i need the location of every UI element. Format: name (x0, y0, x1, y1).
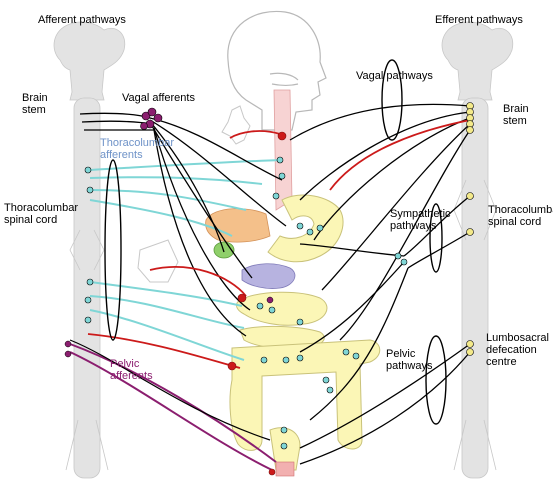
head-outline (227, 10, 327, 131)
pelvic-afferents (69, 343, 277, 471)
sympathetic-pathways-label: Sympathetic pathways (390, 208, 451, 232)
pathway-ellipses (104, 59, 447, 425)
left-thoracolumbar-label: Thoracolumbar spinal cord (4, 202, 78, 226)
purple-endings (64, 296, 274, 358)
efferent-nuclei (466, 102, 474, 356)
pancreas (241, 263, 296, 289)
red-endings (227, 131, 287, 476)
pelvic-pathways-label: Pelvic pathways (386, 348, 433, 372)
nodose-ganglion (140, 107, 163, 130)
left-brainstem-spinal-cord (53, 21, 126, 479)
lung-outline (137, 105, 251, 283)
anal-canal (275, 461, 295, 477)
right-thoracolumbar-label: Thoracolumbar spinal cord (488, 204, 553, 228)
sympathetic-pathways (299, 195, 471, 421)
pelvic-efferent-pathways (299, 343, 471, 465)
esophagus (273, 89, 293, 211)
lumbosacral-label: Lumbosacral defecation centre (486, 332, 549, 368)
left-brain-stem-label: Brain stem (22, 92, 48, 116)
stomach (267, 194, 344, 263)
vagal-pathways-label: Vagal pathways (356, 70, 433, 82)
afferent-header: Afferent pathways (38, 14, 126, 26)
right-brain-stem-label: Brain stem (503, 103, 529, 127)
thoracolumbar-afferents-label: Thoracolumbar afferents (100, 137, 174, 161)
efferent-header: Efferent pathways (435, 14, 523, 26)
pelvic-afferents-label: Pelvic afferents (110, 358, 153, 382)
small-intestine (236, 291, 328, 349)
vagal-afferents-label: Vagal afferents (122, 92, 195, 104)
liver (205, 208, 271, 243)
right-brainstem-spinal-cord (441, 21, 514, 479)
red-efferent-lines (87, 119, 471, 369)
neuron-nodes (84, 156, 408, 450)
vagal-efferents (289, 103, 471, 341)
pelvic-afferent-black (69, 339, 271, 441)
